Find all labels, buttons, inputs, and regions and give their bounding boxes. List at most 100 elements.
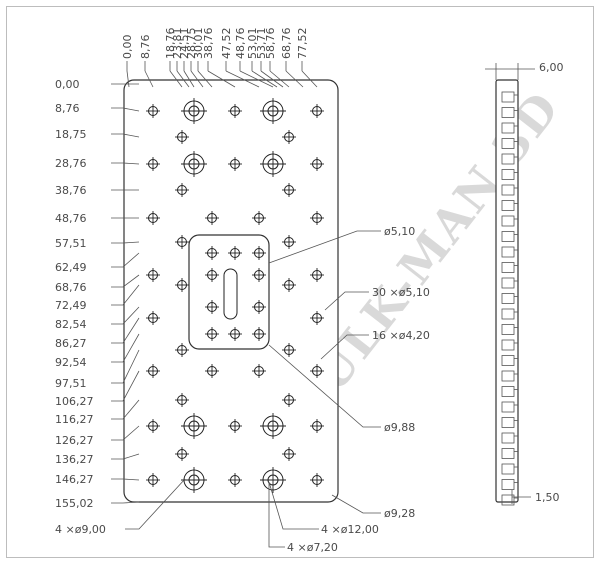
hole-counterbore [260,98,286,124]
hole-counterbore [260,151,286,177]
left-dim-label: 38,76 [55,184,87,197]
hole-small [146,104,160,118]
hole-pattern [146,98,324,493]
callout-holes-30: 30 ×ø5,10 [372,286,430,299]
hole-small [282,393,296,407]
top-dim-label: 47,52 [220,28,233,60]
hole-small [205,364,219,378]
left-dim-label: 68,76 [55,281,87,294]
left-dim-label: 62,49 [55,261,87,274]
hole-small [228,104,242,118]
left-dim-label: 92,54 [55,356,87,369]
hole-small [228,473,242,487]
hole-small [228,327,242,341]
top-dim-label: 68,76 [280,28,293,60]
hole-small [252,211,266,225]
hole-small [205,268,219,282]
hole-small [175,447,189,461]
hole-small [146,419,160,433]
left-dim-label: 8,76 [55,102,80,115]
hole-small [205,327,219,341]
hole-counterbore [181,98,207,124]
hole-counterbore [181,467,207,493]
hole-small [146,157,160,171]
top-dim-label: 77,52 [296,28,309,60]
center-slot [223,268,238,320]
hole-small [310,473,324,487]
hole-small [205,211,219,225]
hole-small [228,246,242,260]
hole-small [282,343,296,357]
callout-corner: ø9,28 [384,507,415,520]
hole-small [282,235,296,249]
hole-counterbore [181,151,207,177]
top-dim-label: 53,71 [255,28,268,60]
left-dim-label: 82,54 [55,318,87,331]
hole-small [146,311,160,325]
hole-small [310,104,324,118]
hole-small [310,364,324,378]
hole-counterbore [181,413,207,439]
hole-small [310,419,324,433]
left-dim-label: 72,49 [55,299,87,312]
left-dim-label: 97,51 [55,377,87,390]
hole-counterbore [260,467,286,493]
callout-bottom-mid-1: 4 ×ø12,00 [321,523,379,536]
left-dim-label: 146,27 [55,473,94,486]
top-dim-label: 24,51 [178,28,191,60]
hole-small [252,268,266,282]
hole-small [282,183,296,197]
hole-small [252,364,266,378]
left-dim-label: 155,02 [55,497,94,510]
hole-small [252,327,266,341]
hole-counterbore [260,413,286,439]
hole-small [146,364,160,378]
top-dim-label: 38,76 [202,28,215,60]
top-dim-label: 48,76 [234,28,247,60]
left-dim-label: 106,27 [55,395,94,408]
hole-small [310,268,324,282]
hole-small [205,300,219,314]
side-view [485,63,535,506]
hole-small [228,157,242,171]
side-bottom-label: 1,50 [535,491,560,504]
left-dim-label: 86,27 [55,337,87,350]
top-dim-label: 58,76 [264,28,277,60]
hole-small [175,130,189,144]
hole-small [252,300,266,314]
hole-small [175,235,189,249]
top-dim-label: 28,75 [185,28,198,60]
left-dim-label: 57,51 [55,237,87,250]
callout-holes-16: 16 ×ø4,20 [372,329,430,342]
left-dim-label: 28,76 [55,157,87,170]
left-dim-label: 136,27 [55,453,94,466]
callout-bottom-mid-2: 4 ×ø7,20 [287,541,338,554]
hole-small [282,447,296,461]
top-dim-label: 53,01 [246,28,259,60]
left-dim-label: 48,76 [55,212,87,225]
left-dim-label: 116,27 [55,413,94,426]
hole-small [228,419,242,433]
hole-small [310,311,324,325]
hole-small [310,211,324,225]
hole-small [175,183,189,197]
hole-small [146,268,160,282]
callout-bottom-left: 4 ×ø9,00 [55,523,106,536]
callout-leaders [125,230,381,548]
hole-small [175,278,189,292]
left-dimensions: 0,008,7618,7528,7638,7648,7657,5162,4968… [55,78,140,510]
left-dim-label: 0,00 [55,78,80,91]
callout-slot-frame: ø9,88 [384,421,415,434]
top-dim-label: 23,81 [171,28,184,60]
top-dim-label: 30,01 [192,28,205,60]
hole-small [252,246,266,260]
hole-small [282,278,296,292]
side-thickness-label: 6,00 [539,61,564,74]
hole-small [175,393,189,407]
top-dim-label: 18,76 [164,28,177,60]
hole-small [205,246,219,260]
hole-small [175,343,189,357]
